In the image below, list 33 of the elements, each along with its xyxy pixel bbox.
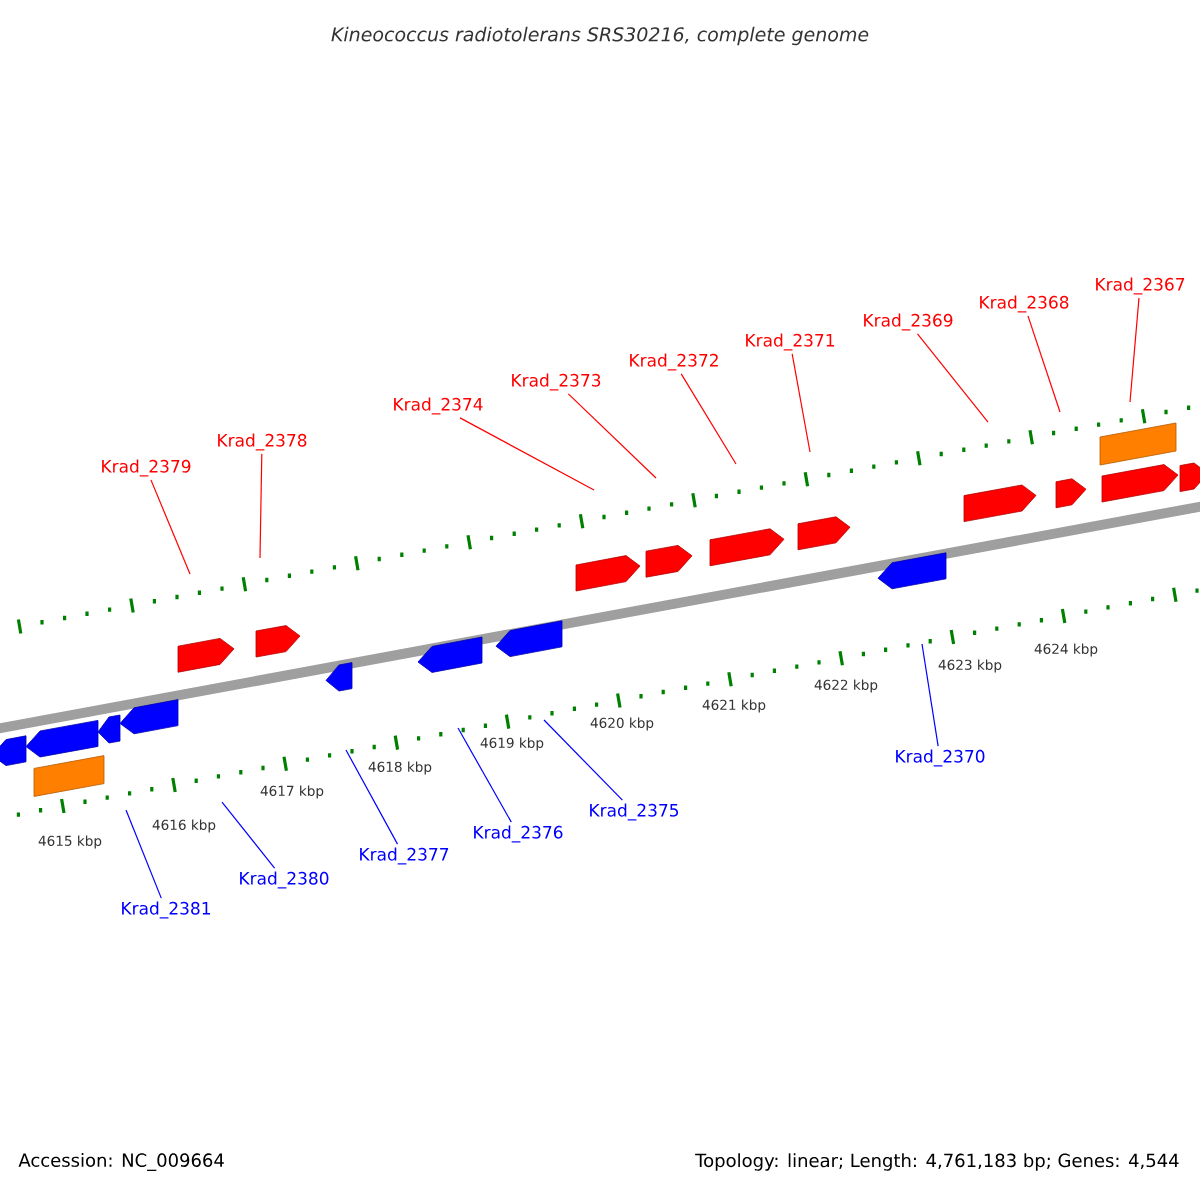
leader-line [457, 727, 512, 823]
gene-label: Krad_2368 [980, 295, 1069, 313]
leader-line [150, 479, 191, 575]
leader-line [791, 353, 811, 453]
leader-line [567, 393, 657, 479]
leader-line [221, 801, 276, 869]
gene-label: Krad_2373 [512, 373, 601, 391]
gene-label: Krad_2370 [896, 749, 985, 767]
leader-line [916, 333, 989, 423]
genome-info-text: Topology: linear; Length: 4,761,183 bp; Genes: 4,544 [695, 1153, 1179, 1171]
gene-label: Krad_2375 [590, 803, 679, 821]
gene-label: Krad_2374 [394, 397, 483, 415]
leader-line [459, 417, 595, 491]
title: Kineococcus radiotolerans SRS30216, complete genome [331, 26, 869, 46]
gene-label: Krad_2371 [746, 333, 834, 351]
gene-label: Krad_2367 [1096, 277, 1185, 295]
leader-line [1129, 297, 1140, 403]
gene-label: Krad_2381 [122, 901, 210, 919]
accession-text: Accession: NC_009664 [18, 1153, 224, 1171]
leader-line [921, 643, 939, 747]
gene-label: Krad_2377 [360, 847, 449, 865]
gene-label: Krad_2369 [864, 313, 953, 331]
leader-line [345, 749, 399, 845]
gene-label: Krad_2372 [630, 353, 718, 371]
leader-line [680, 373, 737, 465]
gene-label: Krad_2376 [474, 825, 563, 843]
leader-line [259, 453, 263, 559]
leader-line [125, 809, 162, 899]
gene-label: Krad_2380 [240, 871, 329, 889]
leader-line [543, 719, 623, 801]
leader-line [1027, 315, 1061, 413]
gene-label: Krad_2379 [102, 459, 191, 477]
gene-label: Krad_2378 [218, 433, 307, 451]
